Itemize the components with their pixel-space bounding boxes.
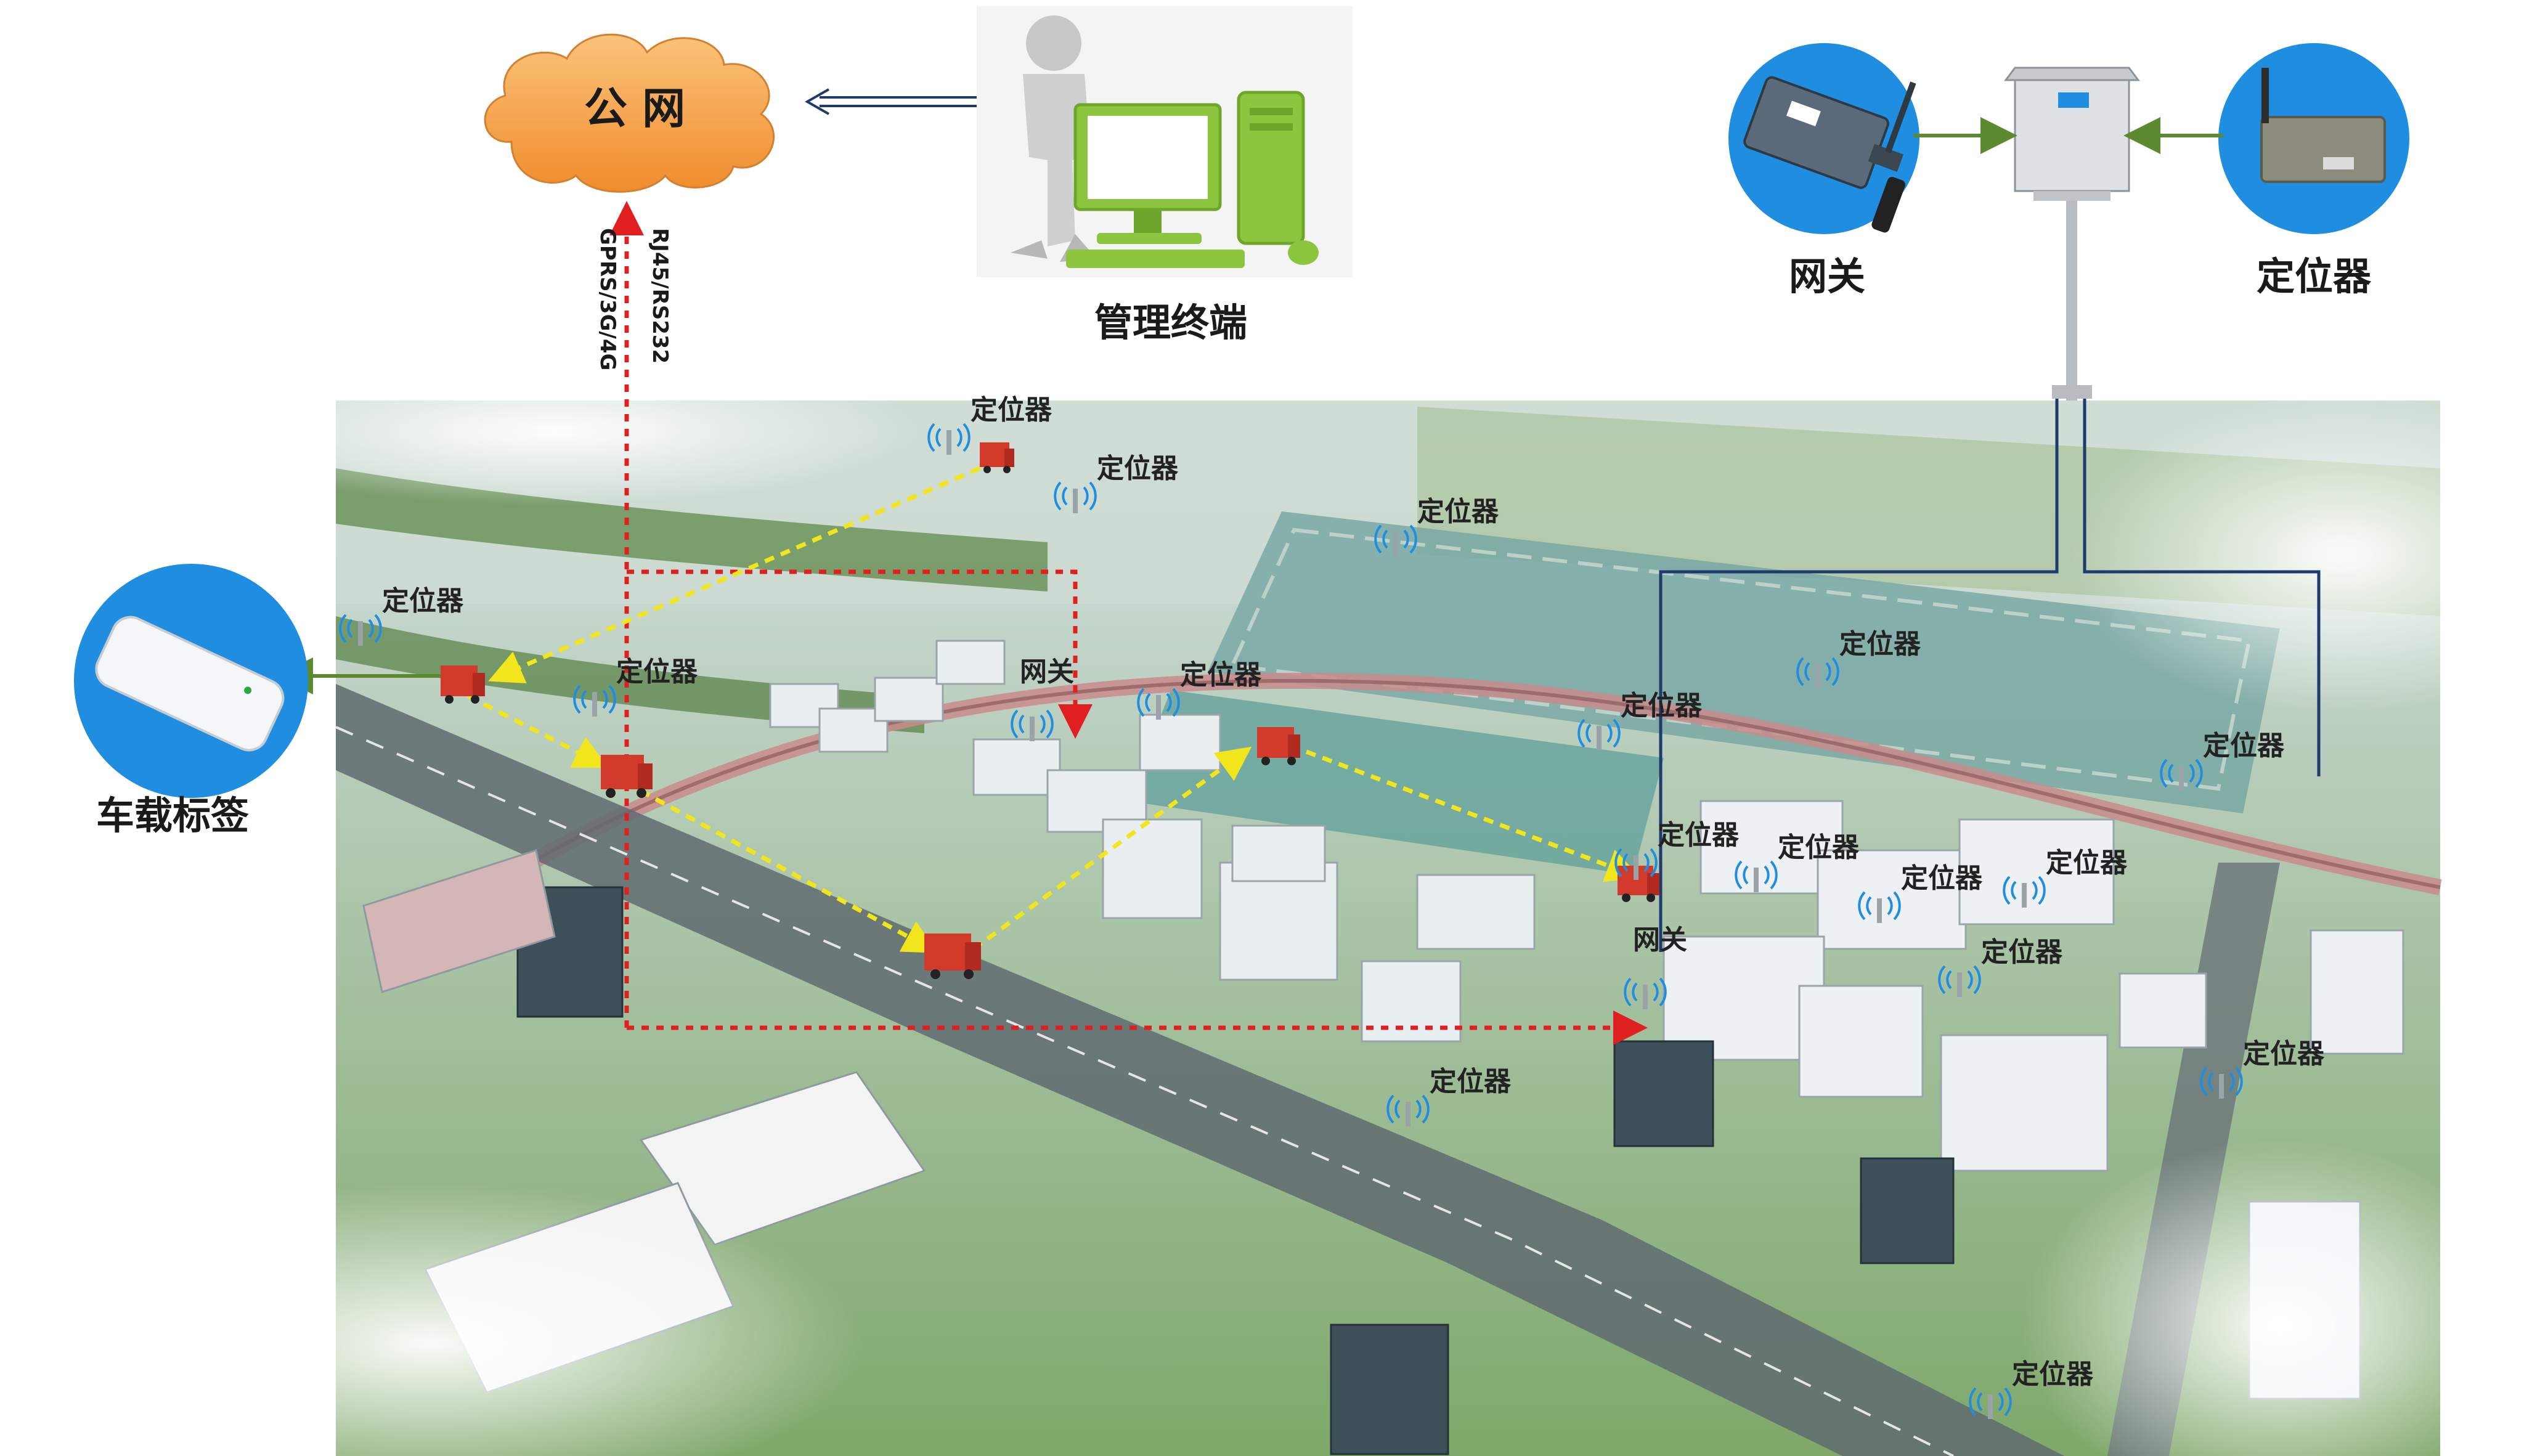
map-locator-label: 定位器 [1778, 832, 1860, 863]
aerial-map [0, 357, 2548, 1456]
signal-icon [1938, 965, 1981, 997]
signal-icon [1386, 1094, 1430, 1126]
signal-icon [1969, 1387, 2012, 1419]
map-gateway-label: 网关 [1020, 656, 1074, 688]
map-locator-label: 定位器 [1981, 937, 2063, 968]
signal-icon [1624, 977, 1667, 1009]
yellow-truck-paths [467, 466, 1642, 953]
signal-icon [1614, 848, 1658, 880]
signal-icon [1374, 524, 1417, 556]
map-locator-label: 定位器 [616, 656, 698, 688]
map-locator-label: 定位器 [1180, 659, 1262, 691]
signal-icon [1137, 688, 1180, 720]
link-gprs-label: GPRS/3G/4G [595, 228, 620, 370]
locator-label: 定位器 [2257, 254, 2372, 299]
map-locator-label: 定位器 [971, 394, 1052, 426]
map-locator-label: 定位器 [1417, 496, 1499, 527]
truck-icons [441, 442, 1659, 979]
gateway-label: 网关 [1789, 254, 1865, 299]
map-locator-label: 定位器 [382, 585, 464, 617]
tag-label: 车载标签 [96, 793, 249, 838]
cloud-label: 公 网 [584, 83, 685, 134]
signal-icon [2003, 876, 2046, 908]
red-dotted-backbone [609, 201, 1648, 1045]
gateway-device: 网关 [1728, 43, 1919, 299]
signal-icon [1796, 657, 1839, 689]
truck-icon [1257, 727, 1300, 765]
gateway-cable-lines [1659, 388, 2321, 952]
link-rj45-label: RJ45/RS232 [648, 228, 672, 364]
signal-icon [2200, 1067, 2243, 1099]
signal-icons [339, 423, 2243, 1419]
terminal-label: 管理终端 [1094, 300, 1247, 345]
truck-icon [441, 665, 485, 704]
signal-icon [1577, 718, 1621, 750]
signal-icon [1858, 891, 1901, 923]
signal-icon [1011, 709, 1054, 741]
locator-device: 定位器 [2218, 43, 2409, 299]
signal-icon [573, 685, 616, 717]
map-locator-label: 定位器 [1097, 453, 1179, 484]
device-arrows [276, 117, 2223, 694]
map-locator-label: 定位器 [1430, 1066, 1512, 1097]
map-labels: 定位器定位器定位器定位器定位器定位器定位器定位器定位器定位器定位器定位器定位器定… [382, 394, 2325, 1390]
truck-icon [980, 442, 1014, 473]
truck-icon [601, 755, 653, 798]
map-locator-label: 定位器 [1839, 628, 1921, 660]
signal-icon [339, 614, 382, 646]
public-network-cloud: 公 网 [484, 33, 775, 193]
map-gateway-label: 网关 [1633, 924, 1687, 956]
map-locator-label: 定位器 [1621, 690, 1703, 722]
pole-cabinet [2004, 67, 2140, 401]
signal-icon [1735, 860, 1778, 892]
map-locator-label: 定位器 [2243, 1038, 2325, 1070]
management-terminal: 管理终端 [977, 6, 1353, 345]
signal-icon [1054, 481, 1097, 513]
vehicle-tag-device: 车载标签 [74, 564, 308, 838]
truck-icon [924, 933, 981, 979]
map-locator-label: 定位器 [2203, 730, 2285, 762]
map-locator-label: 定位器 [2012, 1359, 2094, 1390]
keyboard-icon [1066, 250, 1245, 268]
signal-icon [2160, 759, 2203, 791]
map-locator-label: 定位器 [2046, 847, 2128, 879]
map-locator-label: 定位器 [1658, 820, 1740, 851]
person-icon [1026, 15, 1081, 71]
map-locator-label: 定位器 [1901, 863, 1983, 894]
signal-icon [927, 423, 971, 455]
truck-icon [1618, 866, 1659, 902]
